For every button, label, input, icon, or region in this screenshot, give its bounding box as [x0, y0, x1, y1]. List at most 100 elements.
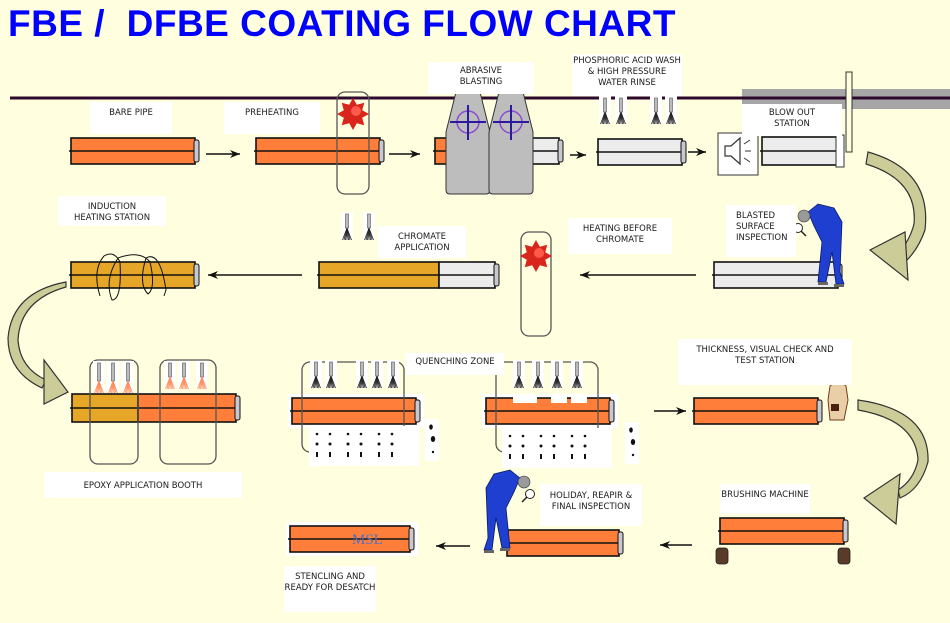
water-drop: [630, 439, 636, 445]
spray-stroke: [127, 380, 133, 394]
nozzle-body: [391, 361, 395, 377]
spray-stroke: [537, 375, 543, 389]
epoxy-spray-gun: [122, 361, 134, 394]
spray-stroke: [655, 111, 661, 125]
pipe-end-cap: [680, 140, 687, 164]
flow-arrow-9-head: [436, 542, 446, 550]
flow-arrow-5-head: [580, 271, 590, 279]
quench-drops-side-1: [425, 419, 439, 461]
water-drop: [391, 452, 393, 457]
flow-curve-left-1: [7, 281, 67, 389]
sound-waves: [743, 139, 751, 163]
pipe-end-cap: [617, 531, 624, 555]
pipe-thickness: [692, 397, 823, 425]
inspector-head: [517, 475, 531, 489]
nozzle-body: [345, 213, 349, 229]
nozzle-body: [367, 213, 371, 229]
water-drop: [359, 432, 363, 436]
spray-stroke: [98, 380, 104, 394]
water-drop: [377, 432, 381, 436]
nozzle-body: [329, 361, 333, 377]
water-drop: [429, 424, 433, 430]
dots-backdrop: [502, 428, 612, 468]
water-drop: [540, 454, 542, 459]
nozzle-body: [619, 97, 623, 113]
water-drop: [521, 434, 525, 438]
water-drop: [346, 442, 350, 446]
nozzle-body: [536, 361, 540, 377]
water-drop: [539, 444, 543, 448]
water-drop: [571, 454, 573, 459]
spray-stroke: [169, 376, 175, 390]
chromate-heater-icon: [520, 240, 552, 272]
preheating-frame: [336, 91, 370, 195]
nozzle-body: [517, 361, 521, 377]
water-drop: [316, 452, 318, 457]
label-quenching-zone: QUENCHING ZONE: [406, 353, 504, 375]
nozzle-body: [97, 362, 101, 382]
water-drop: [584, 454, 586, 459]
water-drop: [629, 427, 633, 433]
spray-stroke: [368, 227, 374, 241]
spray-stroke: [376, 375, 382, 389]
flow-arrow-4-head: [696, 148, 706, 156]
spray-stroke: [330, 375, 336, 389]
quench-nozzle: [513, 360, 525, 389]
water-drop: [552, 434, 556, 438]
inspector-shoe: [834, 284, 844, 287]
spray-stroke: [346, 227, 352, 241]
label-brushing-machine: BRUSHING MACHINE: [720, 484, 810, 514]
spray-stroke: [392, 375, 398, 389]
pipe-final-inspection: [505, 529, 624, 557]
inspector-final: [483, 469, 535, 553]
water-drop: [509, 454, 511, 459]
water-drop: [570, 434, 574, 438]
gauge-display: [831, 404, 839, 411]
nozzle-body: [654, 97, 658, 113]
pipe-bare: [69, 137, 200, 165]
water-drop: [315, 442, 319, 446]
thickness-gauge-icon: [827, 379, 849, 421]
water-drop: [631, 453, 635, 457]
magnifier-handle: [521, 496, 528, 503]
pipe-end-cap: [193, 139, 200, 163]
water-drop: [583, 434, 587, 438]
water-drop: [346, 432, 350, 436]
rinse-nozzle: [615, 96, 627, 125]
inspector-shoe: [500, 548, 510, 551]
pipe-end-cap: [234, 395, 241, 421]
brush-roller: [715, 547, 729, 565]
pipe-chromate: [317, 261, 500, 289]
water-drop: [522, 454, 524, 459]
nozzle-body: [360, 361, 364, 377]
water-drop: [328, 432, 332, 436]
water-drop: [390, 442, 394, 446]
spray-stroke: [201, 376, 207, 390]
nozzle-body: [375, 361, 379, 377]
heater-highlight: [351, 106, 361, 116]
quench-nozzle: [551, 360, 563, 389]
inspector-head: [797, 209, 811, 223]
pipe-end-cap: [193, 263, 200, 287]
flow-arrow-6-head: [208, 271, 218, 279]
quench-nozzle: [371, 360, 383, 389]
spray-stroke: [556, 375, 562, 389]
quench-drops-1: [309, 426, 419, 466]
flow-arrow-1-head: [230, 150, 240, 158]
nozzle-body: [314, 361, 318, 377]
inspector-shoe: [484, 550, 494, 553]
nozzle-body: [200, 362, 204, 378]
epoxy-spray-gun: [178, 361, 190, 390]
spray-stroke: [183, 376, 189, 390]
nozzle-body: [669, 97, 673, 113]
pipe-end-cap: [816, 399, 823, 423]
pipe-quench-2: [482, 394, 618, 428]
label-holiday-repair-final-inspection: HOLIDAY, REAPIR &FINAL INSPECTION: [540, 484, 642, 526]
water-drop: [583, 444, 587, 448]
chromate-nozzle: [341, 212, 353, 241]
water-drop: [430, 436, 436, 442]
